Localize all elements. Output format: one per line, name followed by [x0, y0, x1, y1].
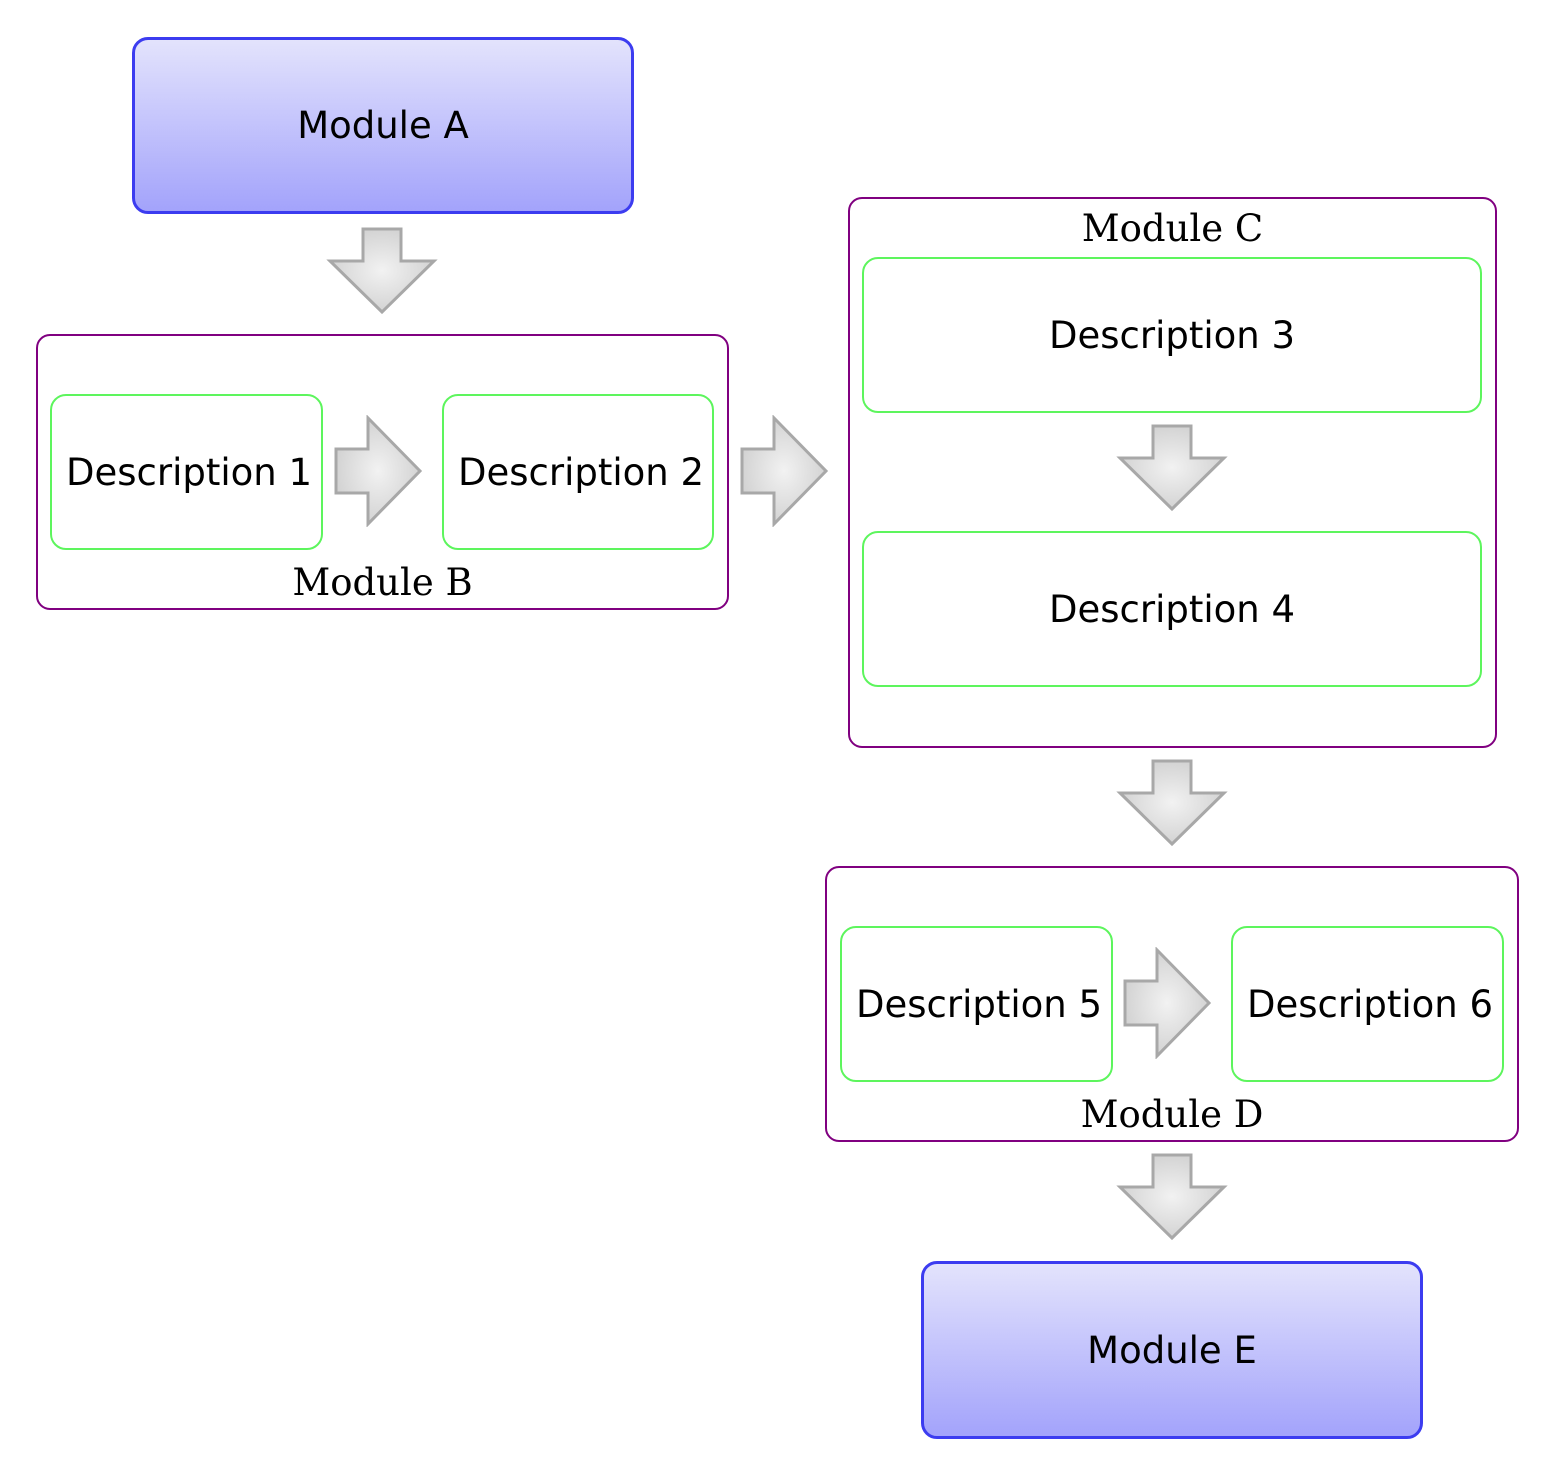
description-3-label: Description 3 — [1048, 313, 1296, 357]
description-4-box: Description 4 — [862, 531, 1482, 687]
module-b-title: Module B — [292, 561, 473, 604]
description-5-label: Description 5 — [856, 982, 1103, 1026]
description-2-label: Description 2 — [458, 450, 705, 494]
description-1-box: Description 1 — [50, 394, 323, 550]
description-6-box: Description 6 — [1231, 926, 1504, 1082]
arrow-down-d-to-e-icon — [1116, 1153, 1228, 1241]
arrow-right-b-to-c-icon — [740, 415, 829, 527]
description-5-box: Description 5 — [840, 926, 1113, 1082]
module-c-title: Module C — [1081, 207, 1264, 250]
arrow-right-d1-to-d2-icon — [334, 415, 423, 527]
module-a-label: Module A — [297, 104, 469, 147]
arrow-down-d3-to-d4-icon — [1116, 424, 1228, 512]
module-d-title: Module D — [1080, 1093, 1264, 1136]
module-a-box: Module A — [132, 37, 634, 214]
description-6-label: Description 6 — [1247, 982, 1494, 1026]
description-2-box: Description 2 — [442, 394, 714, 550]
description-1-label: Description 1 — [66, 450, 313, 494]
description-3-box: Description 3 — [862, 257, 1482, 413]
description-4-label: Description 4 — [1048, 587, 1296, 631]
arrow-down-c-to-d-icon — [1116, 759, 1228, 847]
arrow-right-d5-to-d6-icon — [1123, 947, 1212, 1059]
arrow-down-a-to-b-icon — [326, 227, 438, 315]
module-e-label: Module E — [1087, 1328, 1257, 1372]
module-e-box: Module E — [921, 1261, 1423, 1439]
